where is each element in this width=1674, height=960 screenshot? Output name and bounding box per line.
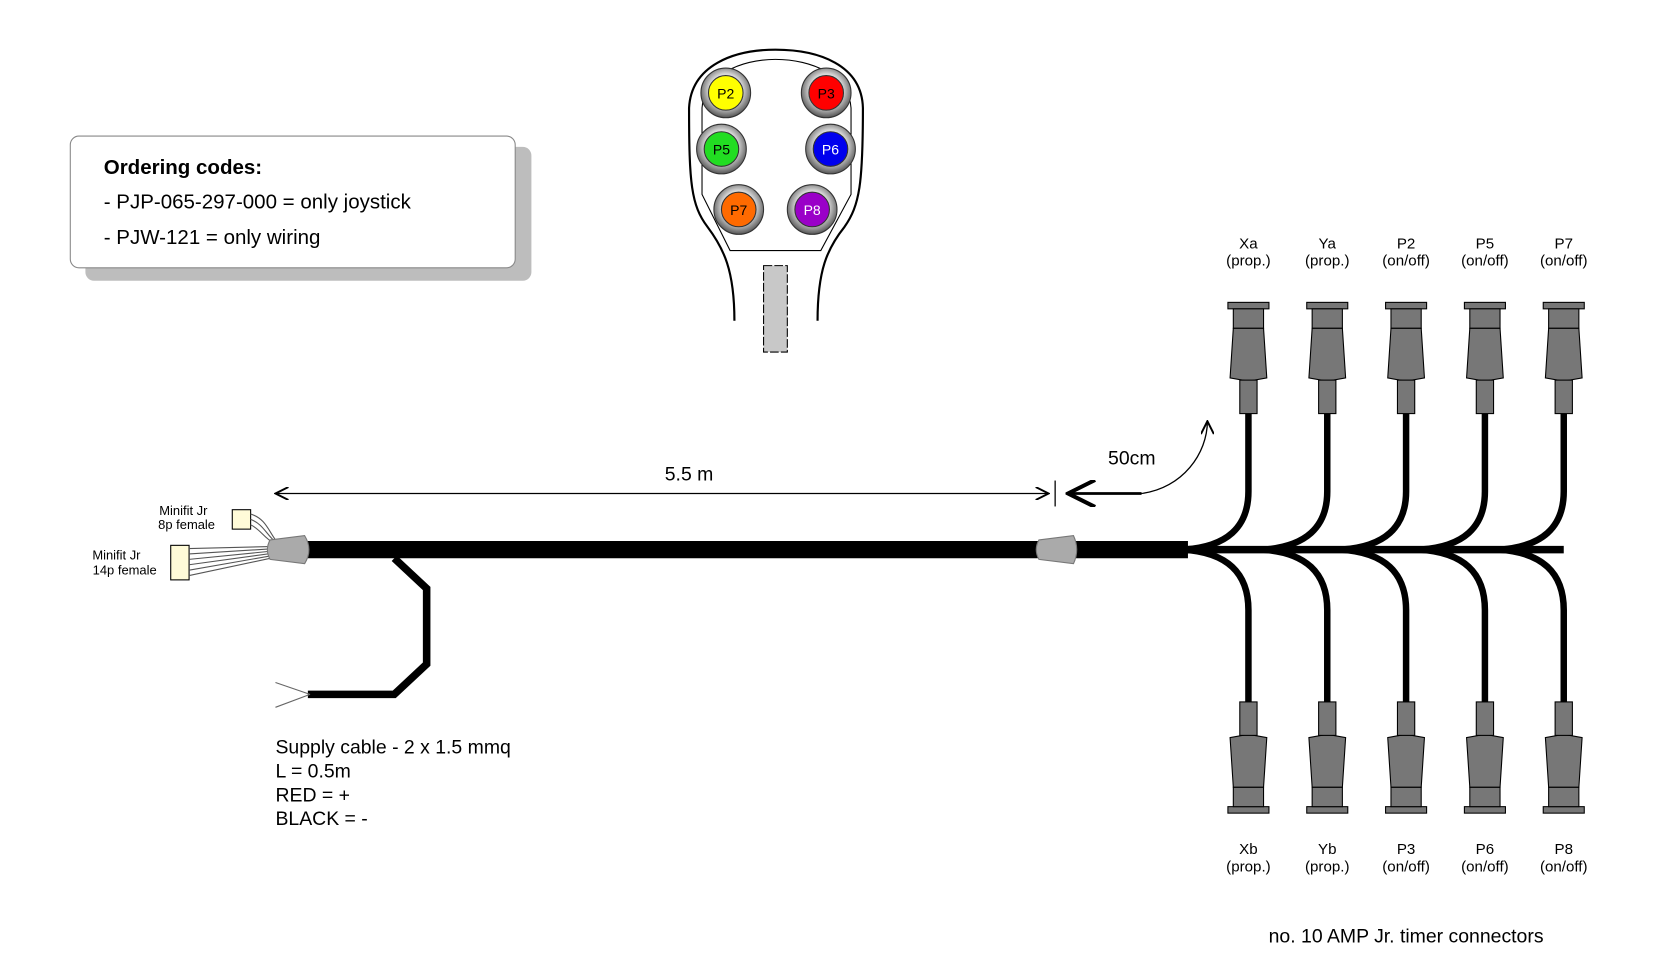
supply-cable	[307, 555, 431, 699]
button-label: P3	[818, 85, 835, 101]
cable-length-label: 5.5 m	[665, 464, 714, 486]
ordering-codes-box: Ordering codes: - PJP-065-297-000 = only…	[69, 135, 532, 281]
amp-connector-xa: Xa(prop.)	[1226, 235, 1271, 415]
supply-note: RED = +	[275, 784, 349, 806]
connector-name: P3	[1397, 841, 1415, 858]
button-label: P5	[713, 141, 730, 157]
connector-14p-label: Minifit Jr	[92, 547, 141, 562]
button-label: P7	[730, 202, 747, 218]
connector-8p-label: 8p female	[158, 517, 215, 532]
connector-name: P8	[1555, 841, 1573, 858]
supply-cable-notes: Supply cable - 2 x 1.5 mmq L = 0.5m RED …	[275, 737, 510, 830]
joystick-button-p2: P2	[700, 67, 752, 119]
branch-wire	[1498, 413, 1567, 553]
connector-type: (on/off)	[1382, 253, 1430, 270]
minifit-8p-connector: Minifit Jr 8p female	[158, 503, 276, 545]
connector-type: (on/off)	[1461, 858, 1509, 875]
joystick-button-p5: P5	[696, 123, 747, 175]
cable-sleeve-right	[1035, 535, 1078, 565]
amp-connector-p2: P2(on/off)	[1382, 235, 1430, 415]
amp-connector-xb: Xb(prop.)	[1226, 701, 1271, 875]
ordering-line: - PJP-065-297-000 = only joystick	[104, 190, 412, 213]
connector-type: (prop.)	[1226, 253, 1271, 270]
branch-length-label: 50cm	[1108, 447, 1156, 469]
connector-name: P2	[1397, 235, 1415, 252]
supply-note: Supply cable - 2 x 1.5 mmq	[275, 737, 510, 759]
connector-14p-label: 14p female	[93, 562, 157, 577]
supply-note: BLACK = -	[275, 808, 367, 830]
branch-wire	[1262, 413, 1331, 553]
branch-wire	[1262, 546, 1331, 705]
connector-type: (on/off)	[1461, 253, 1509, 270]
branch-wire	[1341, 413, 1410, 553]
branch-wire	[1341, 546, 1410, 705]
supply-note: L = 0.5m	[275, 761, 350, 783]
connector-name: P7	[1555, 235, 1573, 252]
connector-name: P5	[1476, 235, 1494, 252]
branch-wire	[1183, 413, 1252, 553]
amp-connector-yb: Yb(prop.)	[1305, 701, 1350, 875]
connector-type: (prop.)	[1226, 858, 1271, 875]
amp-connector-p5: P5(on/off)	[1461, 235, 1509, 415]
footer-label: no. 10 AMP Jr. timer connectors	[1269, 926, 1544, 948]
cable-sleeve-left	[266, 535, 310, 565]
branch-wire	[1419, 413, 1489, 553]
button-label: P6	[822, 141, 839, 157]
joystick-button-p8: P8	[786, 184, 838, 235]
branch-wire	[1498, 546, 1567, 705]
connector-type: (on/off)	[1540, 253, 1588, 270]
joystick-button-p6: P6	[805, 123, 856, 175]
button-label: P2	[717, 85, 734, 101]
connector-type: (on/off)	[1540, 858, 1588, 875]
connector-name: P6	[1476, 841, 1494, 858]
connector-type: (prop.)	[1305, 253, 1350, 270]
amp-connector-p8: P8(on/off)	[1540, 701, 1588, 875]
ordering-line: - PJW-121 = only wiring	[104, 226, 321, 249]
connector-name: Xa	[1239, 235, 1258, 252]
connector-name: Ya	[1319, 235, 1337, 252]
button-label: P8	[804, 202, 821, 218]
branch-wire	[1183, 546, 1252, 705]
ordering-title: Ordering codes:	[104, 156, 262, 179]
branch-wire	[1419, 546, 1489, 705]
amp-connector-p6: P6(on/off)	[1461, 701, 1509, 875]
connector-8p-label: Minifit Jr	[159, 503, 208, 518]
joystick-shaft	[763, 265, 788, 353]
connector-name: Yb	[1318, 841, 1336, 858]
minifit-14p-connector: Minifit Jr 14p female	[92, 544, 276, 581]
joystick-button-p3: P3	[800, 67, 852, 119]
amp-connector-ya: Ya(prop.)	[1305, 235, 1350, 415]
connector-type: (prop.)	[1305, 858, 1350, 875]
connector-name: Xb	[1239, 841, 1257, 858]
joystick-button-p7: P7	[713, 184, 765, 235]
connector-type: (on/off)	[1382, 858, 1430, 875]
amp-connector-p3: P3(on/off)	[1382, 701, 1430, 875]
amp-connector-p7: P7(on/off)	[1540, 235, 1588, 415]
